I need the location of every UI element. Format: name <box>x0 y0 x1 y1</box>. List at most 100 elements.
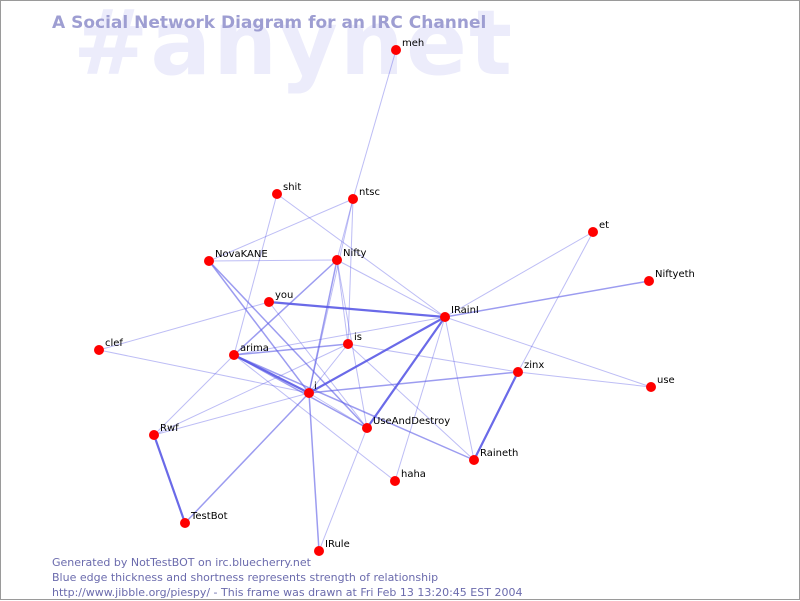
footer-notes: Generated by NotTestBOT on irc.bluecherr… <box>52 555 522 600</box>
edge-zinx-use <box>517 371 652 388</box>
node-dot <box>304 388 314 398</box>
node-dot <box>390 476 400 486</box>
node-clef: clef <box>94 338 123 355</box>
edge-NovaKANE-Nifty <box>208 259 338 262</box>
node-label: Nifty <box>343 248 367 259</box>
node-dot <box>180 518 190 528</box>
node-dot <box>348 194 358 204</box>
node-label: et <box>599 220 609 231</box>
node-ntsc: ntsc <box>348 187 380 204</box>
footer-url-timestamp: http://www.jibble.org/piespy/ - This fra… <box>52 586 523 599</box>
node-dot <box>264 297 274 307</box>
footer-legend-note: Blue edge thickness and shortness repres… <box>52 571 439 584</box>
footer-generated-by: Generated by NotTestBOT on irc.bluecherr… <box>52 556 311 569</box>
node-shit: shit <box>272 182 301 199</box>
node-label: zinx <box>524 360 544 371</box>
node-label: haha <box>401 469 426 480</box>
node-label: i <box>314 381 317 392</box>
edge-you-UseAndDestroy <box>268 301 368 429</box>
node-dot <box>513 367 523 377</box>
node-dot <box>204 256 214 266</box>
node-you: you <box>264 290 293 307</box>
diagram-title: A Social Network Diagram for an IRC Chan… <box>52 13 487 33</box>
edge-NovaKANE-i <box>208 260 310 394</box>
edge-arima-UseAndDestroy <box>233 354 368 429</box>
edge-clef-i <box>98 349 310 394</box>
node-Niftyeth: Niftyeth <box>644 269 695 286</box>
edge-ntsc-Nifty <box>336 198 354 261</box>
node-Raineth: Raineth <box>469 448 518 465</box>
node-dot <box>314 546 324 556</box>
edge-shit-arima <box>233 193 278 356</box>
node-arima: arima <box>229 343 269 360</box>
node-UseAndDestroy: UseAndDestroy <box>362 416 450 433</box>
edge-i-UseAndDestroy <box>308 392 368 429</box>
edge-i-TestBot <box>184 392 310 524</box>
edge-arima-Raineth <box>233 354 475 461</box>
node-label: Raineth <box>480 448 518 459</box>
node-label: NovaKANE <box>215 249 268 260</box>
edge-you-IRainI <box>268 300 446 319</box>
edge-Nifty-arima <box>233 259 338 356</box>
edge-i-IRule <box>308 392 320 552</box>
node-dot <box>332 255 342 265</box>
edge-Nifty-i <box>308 259 338 394</box>
edge-is-i <box>308 343 349 394</box>
node-dot <box>646 382 656 392</box>
node-label: meh <box>402 38 424 49</box>
edge-IRainI-i <box>308 316 446 394</box>
edge-is-Rwf <box>153 343 349 436</box>
node-zinx: zinx <box>513 360 544 377</box>
node-label: you <box>275 290 293 301</box>
node-dot <box>440 312 450 322</box>
node-label: UseAndDestroy <box>373 416 450 427</box>
node-dot <box>229 350 239 360</box>
edge-layer <box>98 49 652 552</box>
node-IRule: IRule <box>314 539 350 556</box>
node-NovaKANE: NovaKANE <box>204 249 268 266</box>
node-meh: meh <box>391 38 424 55</box>
edge-UseAndDestroy-IRule <box>318 427 368 552</box>
edge-Nifty-is <box>336 259 349 345</box>
edge-arima-haha <box>233 354 396 482</box>
node-label: TestBot <box>190 511 228 522</box>
edge-NovaKANE-UseAndDestroy <box>208 260 368 429</box>
node-dot <box>362 423 372 433</box>
edge-IRainI-haha <box>394 316 446 482</box>
node-label: is <box>354 332 362 343</box>
node-label: ntsc <box>359 187 380 198</box>
node-Nifty: Nifty <box>332 248 367 265</box>
node-haha: haha <box>390 469 426 486</box>
edge-ntsc-NovaKANE <box>208 198 354 262</box>
node-label: shit <box>283 182 301 193</box>
node-label: clef <box>105 338 123 349</box>
edge-zinx-et <box>517 231 594 373</box>
node-Rwf: Rwf <box>149 423 179 440</box>
node-TestBot: TestBot <box>180 511 228 528</box>
node-use: use <box>646 375 675 392</box>
edge-arima-Rwf <box>153 354 235 436</box>
node-label: Rwf <box>160 423 179 434</box>
node-i: i <box>304 381 317 398</box>
node-et: et <box>588 220 609 237</box>
node-is: is <box>343 332 362 349</box>
edge-ntsc-is <box>347 198 354 345</box>
node-dot <box>391 45 401 55</box>
edge-is-zinx <box>347 343 519 373</box>
edge-zinx-i <box>308 371 519 394</box>
edge-shit-IRainI <box>276 193 446 318</box>
edge-IRainI-Raineth <box>444 316 475 461</box>
node-dot <box>469 455 479 465</box>
node-dot <box>272 189 282 199</box>
edge-you-clef <box>98 301 270 351</box>
node-label: IRule <box>325 539 350 550</box>
node-dot <box>94 345 104 355</box>
node-dot <box>149 430 159 440</box>
edge-meh-ntsc <box>352 49 397 200</box>
channel-watermark: #anynet <box>73 0 515 96</box>
edge-IRainI-UseAndDestroy <box>366 316 446 429</box>
edge-Nifty-IRainI <box>336 259 446 318</box>
edge-Rwf-TestBot <box>152 434 187 524</box>
